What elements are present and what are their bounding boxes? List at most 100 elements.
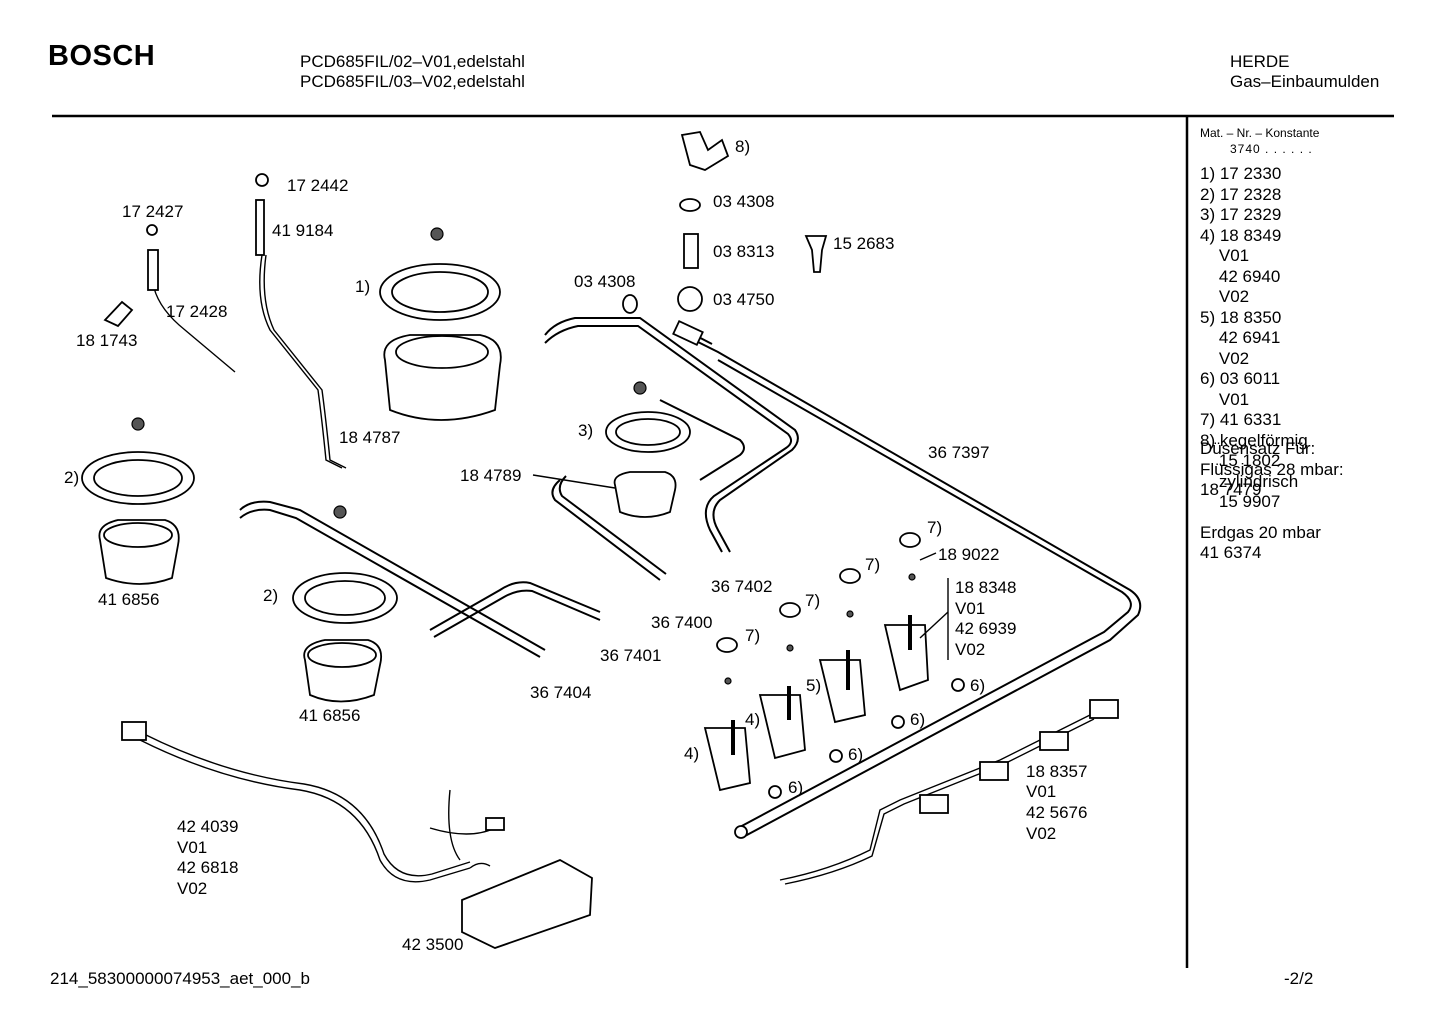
burner-pipe-front <box>239 500 546 658</box>
pipe-end-cap <box>734 825 748 839</box>
label-36-7404: 36 7404 <box>530 683 592 702</box>
model-line-2: PCD685FIL/03–V02,edelstahl <box>300 72 525 91</box>
side-line: 5) 18 8350 <box>1200 307 1282 327</box>
side-line: 1) 17 2330 <box>1200 164 1282 183</box>
screw-top <box>430 227 444 241</box>
label-v01-b: V01 <box>1026 782 1057 801</box>
side-overlay-line: Düsensatz Für: <box>1200 439 1316 458</box>
side-line: 6) 03 6011 <box>1200 369 1281 388</box>
label-2-mid: 2) <box>263 586 279 605</box>
label-v02-a: V02 <box>955 640 986 659</box>
nozzle-caps <box>716 532 921 685</box>
clip-18-1743 <box>103 300 134 328</box>
thermocouple-cable <box>259 254 343 469</box>
label-42-6939: 42 6939 <box>955 619 1017 638</box>
nozzle-15-2683 <box>804 235 828 273</box>
side-line: 15 1802 <box>1200 451 1281 470</box>
side-line: V02 <box>1200 348 1250 368</box>
seal-03-4308a <box>679 198 701 212</box>
nozzle-03-8313 <box>683 233 699 269</box>
side-list: 1) 17 2330 2) 17 2328 3) 17 2329 4) 18 8… <box>1200 164 1308 513</box>
burner-body-18-4789 <box>613 471 677 518</box>
label-41-6856-b: 41 6856 <box>299 706 361 725</box>
label-03-4750: 03 4750 <box>713 290 775 309</box>
washer-17-2442 <box>255 173 269 187</box>
label-18-8357: 18 8357 <box>1026 762 1088 781</box>
ignition-cable-left <box>153 287 236 373</box>
subcategory-title: Gas–Einbaumulden <box>1230 72 1380 91</box>
wiring-harness <box>139 733 471 883</box>
nut-03-4750 <box>677 286 703 312</box>
side-line: 42 6940 <box>1200 266 1281 286</box>
electrode-17-2428 <box>147 249 159 291</box>
label-42-5676: 42 5676 <box>1026 803 1088 822</box>
label-17-2442: 17 2442 <box>287 176 349 195</box>
label-18-4789: 18 4789 <box>460 466 522 485</box>
label-17-2427: 17 2427 <box>122 202 184 221</box>
side-heading: Mat. – Nr. – Konstante <box>1200 126 1320 140</box>
side-line: 3) 17 2329 <box>1200 205 1282 224</box>
label-6-d: 6) <box>788 778 804 797</box>
model-line-1: PCD685FIL/02–V01,edelstahl <box>300 52 525 71</box>
side-overlay: Düsensatz Für: Flüssigas 28 mbar: 18 747… <box>1200 439 1344 501</box>
side-overlay-line: Flüssigas 28 mbar: <box>1200 459 1344 479</box>
side-overlay-line: 18 7479 <box>1200 480 1262 499</box>
label-7-a: 7) <box>927 518 943 537</box>
label-36-7401: 36 7401 <box>600 646 662 665</box>
label-42-3500: 42 3500 <box>402 935 464 954</box>
label-6-b: 6) <box>910 710 926 729</box>
side-line: 7) 41 6331 <box>1200 410 1282 429</box>
label-6-a: 6) <box>970 676 986 695</box>
label-03-4308-b: 03 4308 <box>574 272 636 291</box>
ignition-module-42-3500 <box>461 859 593 949</box>
label-4-b: 4) <box>684 744 700 763</box>
brand-logo: BOSCH <box>48 40 156 72</box>
label-03-8313: 03 8313 <box>713 242 775 261</box>
label-v02-c: V02 <box>177 879 208 898</box>
side-line: 4) 18 8349 <box>1200 225 1282 245</box>
label-36-7400: 36 7400 <box>651 613 713 632</box>
side-line: V01 <box>1200 389 1250 409</box>
burner-pipe-middle <box>551 399 745 581</box>
label-1: 1) <box>355 277 371 296</box>
label-42-6818: 42 6818 <box>177 858 239 877</box>
side-line: V01 <box>1200 246 1250 265</box>
label-2-left: 2) <box>64 468 80 487</box>
side-constant: 3740 . . . . . . <box>1230 142 1313 156</box>
side-erdgas-2: 41 6374 <box>1200 543 1262 562</box>
label-v01-a: V01 <box>955 599 986 618</box>
label-v02-b: V02 <box>1026 824 1057 843</box>
side-line: 42 6941 <box>1200 328 1281 347</box>
label-3: 3) <box>578 421 594 440</box>
label-18-4787: 18 4787 <box>339 428 401 447</box>
ignition-switches <box>919 699 1119 814</box>
label-8: 8) <box>735 137 751 156</box>
gas-valves <box>703 615 929 792</box>
label-41-9184: 41 9184 <box>272 221 334 240</box>
label-03-4308-a: 03 4308 <box>713 192 775 211</box>
label-v01-c: V01 <box>177 838 208 857</box>
footer-doc-id: 214_58300000074953_aet_000_b <box>50 969 310 988</box>
leader-18-4789 <box>532 474 616 489</box>
label-7-d: 7) <box>745 626 761 645</box>
label-41-6856-a: 41 6856 <box>98 590 160 609</box>
label-6-c: 6) <box>848 745 864 764</box>
label-36-7402: 36 7402 <box>711 577 773 596</box>
o-rings <box>768 678 965 799</box>
thermocouple-41-9184 <box>255 199 265 256</box>
label-7-b: 7) <box>865 555 881 574</box>
label-18-9022: 18 9022 <box>938 545 1000 564</box>
label-5: 5) <box>806 676 822 695</box>
side-line: 15 9907 <box>1200 492 1281 511</box>
label-18-1743: 18 1743 <box>76 331 138 350</box>
washer-17-2427 <box>146 224 158 236</box>
label-18-8348: 18 8348 <box>955 578 1017 597</box>
elbow-fitting <box>680 130 730 171</box>
label-7-c: 7) <box>805 591 821 610</box>
footer-page: -2/2 <box>1284 969 1314 988</box>
ignition-cable-set <box>779 714 1095 885</box>
category-title: HERDE <box>1230 52 1290 71</box>
side-line: zylindrisch <box>1200 471 1299 491</box>
burner-pipe-upper <box>544 317 799 553</box>
pipe-connector <box>672 319 704 347</box>
